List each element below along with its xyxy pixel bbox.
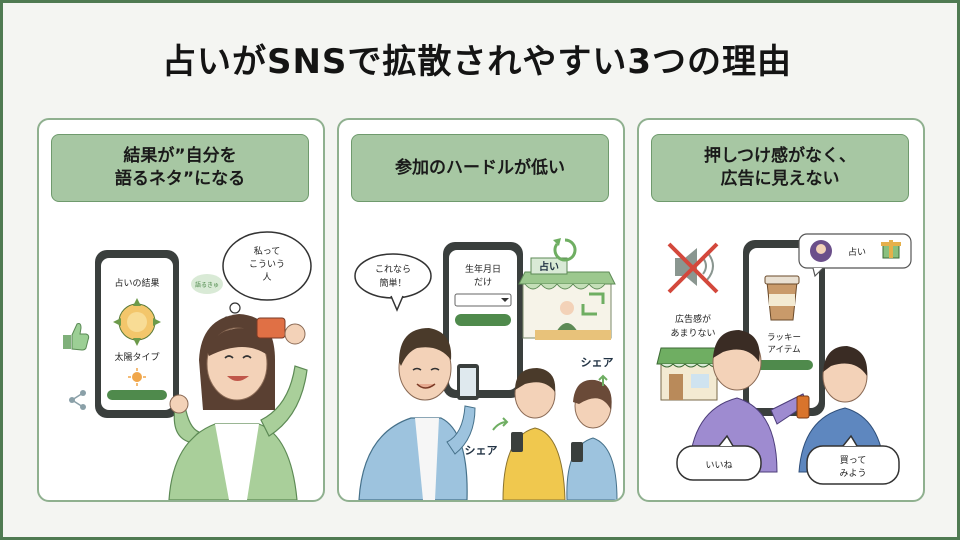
- buy-bubble-line-1: 買って: [840, 455, 867, 466]
- form-label-line-2: だけ: [474, 277, 492, 288]
- birthday-form-phone: 生年月日 だけ: [443, 242, 523, 398]
- share-label-right: シェア: [581, 356, 614, 369]
- phone-action-button[interactable]: [755, 360, 813, 370]
- reason-3-title-line2: 広告に見えない: [720, 169, 840, 189]
- reason-1-title-line2: 語るネタ”になる: [114, 169, 246, 189]
- orange-phone-icon: [796, 395, 810, 419]
- notification-label: 占い: [848, 246, 866, 258]
- reason-card-2-header: 参加のハードルが低い: [351, 134, 609, 202]
- up-arrow-icon: [598, 374, 608, 386]
- reason-1-illustration: 占いの結果 太陽タイプ: [63, 231, 312, 500]
- man-with-phone: [358, 328, 479, 500]
- thought-line-2: こういう: [249, 259, 285, 270]
- lucky-item-phone: ラッキー アイテム: [743, 240, 825, 416]
- phone-result-type: 太陽タイプ: [114, 351, 159, 363]
- booth-sign: 占い: [539, 260, 559, 273]
- speech-line-2: 簡単！: [379, 277, 406, 289]
- thought-bubble: 私って こういう 人: [222, 231, 312, 324]
- small-bubble-text: 語るきゅ: [195, 281, 219, 289]
- thumbs-up-icon: [63, 323, 90, 351]
- thought-line-3: 人: [262, 272, 271, 283]
- woman-with-phone: [168, 314, 308, 500]
- fortune-notification: 占い: [798, 233, 912, 278]
- like-bubble-text: いいね: [705, 460, 732, 471]
- small-sun-icon: [128, 368, 146, 386]
- chevron-down-icon: [501, 298, 509, 302]
- result-phone: 占いの結果 太陽タイプ: [95, 250, 179, 418]
- shop-icon: [656, 347, 722, 401]
- reason-card-3: 押しつけ感がなく、 広告に見えない 広告感が あまりない: [637, 118, 925, 502]
- slide-title: 占いがSNSで拡散されやすい3つの理由: [161, 42, 793, 82]
- two-friends-sharing: [502, 368, 618, 500]
- form-label-line-1: 生年月日: [465, 263, 501, 275]
- refresh-icon: [553, 238, 577, 262]
- reason-1-title-line1: 結果が”自分を: [123, 146, 237, 167]
- sun-icon: [113, 298, 161, 346]
- lucky-item-line-1: ラッキー: [767, 333, 801, 343]
- reason-2-illustration: これなら 簡単！ 生年月日 だけ 占い: [354, 238, 618, 500]
- buy-bubble: 買って みよう: [806, 434, 900, 485]
- muted-caption-line-1: 広告感が: [675, 313, 711, 325]
- selfie-phone-icon: [256, 317, 286, 339]
- reason-card-2: 参加のハードルが低い これなら 簡単！ 生年月日 だけ 占い: [337, 118, 625, 502]
- retweet-icon: [581, 292, 605, 316]
- muted-speaker-icon: [667, 242, 719, 294]
- reason-card-1: 結果が”自分を 語るネタ”になる 占いの結果 太陽タイプ: [37, 118, 325, 502]
- phone-share-button[interactable]: [107, 390, 167, 400]
- fortune-booth: 占い: [518, 257, 616, 340]
- buy-bubble-line-2: みよう: [839, 468, 866, 479]
- speech-line-1: これなら: [375, 264, 411, 275]
- reason-3-title-line1: 押しつけ感がなく、: [704, 146, 856, 167]
- reason-3-illustration: 広告感が あまりない ラッキー アイテム: [656, 233, 912, 485]
- phone-result-title: 占いの結果: [114, 277, 159, 289]
- share-label-left: シェア: [465, 444, 498, 457]
- lucky-item-line-2: アイテム: [767, 345, 800, 355]
- birthday-select[interactable]: [454, 293, 512, 307]
- speech-bubble-easy: これなら 簡単！: [354, 253, 432, 312]
- muted-caption-line-2: あまりない: [670, 328, 715, 339]
- reason-card-1-header: 結果が”自分を 語るネタ”になる: [51, 134, 309, 202]
- small-speech-bubble: 語るきゅ: [191, 274, 223, 294]
- thought-line-1: 私って: [254, 246, 281, 257]
- curve-arrow-icon: [492, 417, 509, 431]
- reason-2-title: 参加のハードルが低い: [395, 157, 565, 178]
- coffee-cup-icon: [764, 275, 800, 321]
- like-bubble: いいね: [676, 434, 762, 481]
- reason-card-3-header: 押しつけ感がなく、 広告に見えない: [651, 134, 909, 202]
- gift-icon: [881, 240, 901, 259]
- submit-button[interactable]: [455, 314, 511, 326]
- share-icon: [69, 390, 86, 410]
